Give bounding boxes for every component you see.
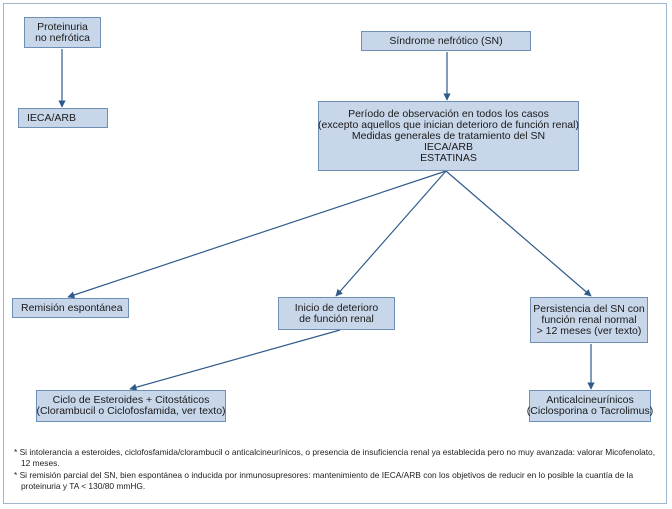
box-line: Remisión espontánea [21, 301, 123, 314]
box-line: de función renal [299, 312, 374, 325]
box-line: (Ciclosporina o Tacrolimus) [526, 405, 654, 417]
box-periodo-observacion: Período de observación en todos los caso… [318, 101, 579, 171]
box-line: Persistencia del SN con [533, 302, 645, 315]
box-line: (Clorambucil o Ciclofosfamida, ver texto… [36, 405, 226, 417]
arrow-inicio-to-ciclo [129, 329, 341, 391]
box-line: > 12 meses (ver texto) [536, 324, 642, 337]
box-anticalcineurinicos: Anticalcineurínicos(Ciclosporina o Tacro… [526, 390, 654, 422]
box-line: Ciclo de Esteroides + Citostáticos [52, 394, 210, 406]
box-line: función renal normal [541, 313, 637, 326]
box-line: Medidas generales de tratamiento del SN [351, 129, 546, 142]
box-line: IECA/ARB [27, 111, 77, 124]
box-line: no nefrótica [35, 31, 90, 44]
box-ieca-arb-left: IECA/ARB [18, 108, 108, 128]
box-remision-espontanea: Remisión espontánea [12, 298, 129, 318]
arrow-observacion-to-persistencia [445, 170, 592, 297]
box-line: ESTATINAS [420, 151, 477, 164]
figure-frame [3, 3, 667, 504]
box-line: IECA/ARB [423, 140, 473, 153]
arrow-observacion-to-inicio [335, 170, 447, 297]
footnote-2: * Si remisión parcial del SN, bien espon… [14, 470, 634, 491]
box-line: Período de observación en todos los caso… [348, 107, 549, 120]
arrow-observacion-to-remision [67, 170, 447, 299]
box-line: (excepto aquellos que inician deterioro … [318, 118, 579, 131]
footnotes: * Si intolerancia a esteroides, ciclofos… [14, 447, 659, 493]
box-line: Anticalcineurínicos [546, 394, 634, 406]
box-line: Proteinuria [37, 20, 88, 33]
box-line: Inicio de deterioro [294, 301, 379, 314]
box-line: Síndrome nefrótico (SN) [389, 34, 503, 47]
box-sindrome-nefrotico: Síndrome nefrótico (SN) [361, 31, 531, 51]
footnote-1: * Si intolerancia a esteroides, ciclofos… [14, 447, 656, 468]
box-ciclo-esteroides: Ciclo de Esteroides + Citostáticos(Clora… [36, 390, 226, 422]
